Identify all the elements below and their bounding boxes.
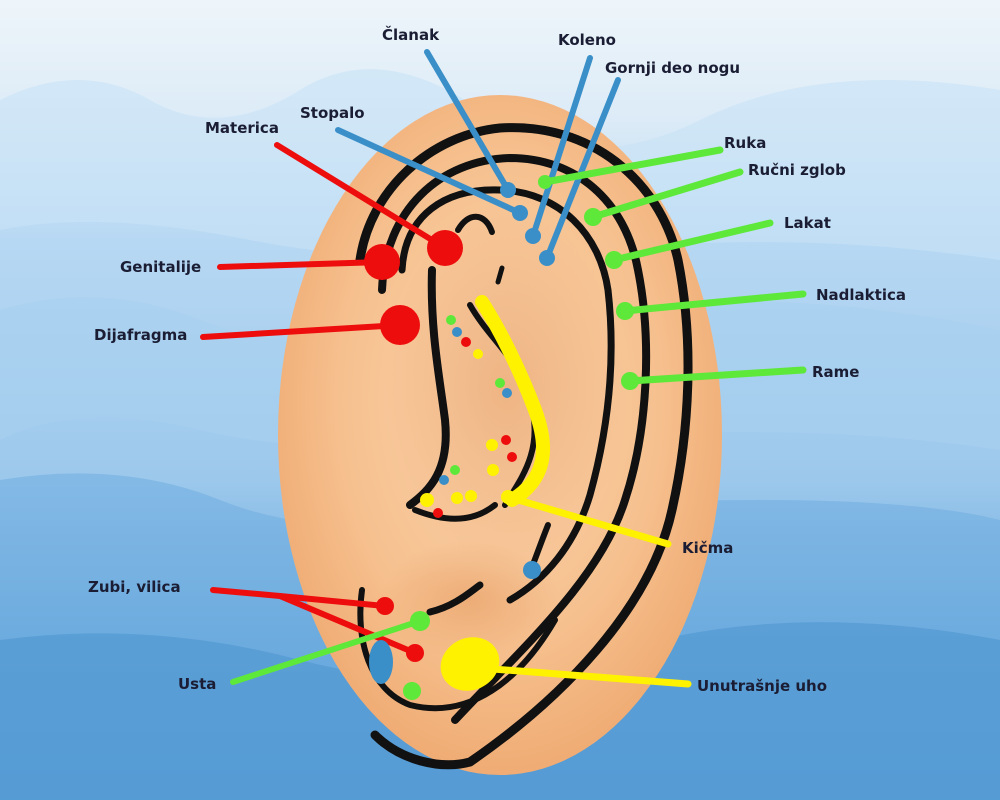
point-clanak — [500, 182, 516, 198]
dot-yellow — [451, 492, 463, 504]
label-gornji-deo-nogu: Gornji deo nogu — [605, 59, 740, 77]
pointer-line-dijafragma — [200, 322, 403, 340]
dot-yellow — [473, 349, 483, 359]
concha-line — [406, 266, 450, 509]
tragus-line — [412, 502, 498, 522]
point-dijafragma — [380, 305, 420, 345]
small-reflex-dots — [420, 315, 541, 579]
label-rucni-zglob: Ručni zglob — [748, 161, 846, 179]
pointer-line-kicma — [504, 493, 672, 548]
dot-green — [446, 315, 456, 325]
point-kicma — [501, 490, 515, 504]
dot-red — [433, 508, 443, 518]
dot-red — [501, 435, 511, 445]
pointer-line-zubi-vilica-2 — [277, 593, 418, 656]
dot-red — [507, 452, 517, 462]
pointer-line-nadlaktica — [621, 290, 807, 315]
point-materica — [427, 230, 463, 266]
label-genitalije: Genitalije — [120, 258, 201, 276]
dot-blue — [502, 388, 512, 398]
pointer-line-rucni-zglob — [589, 168, 744, 221]
point-nadlaktica — [616, 302, 634, 320]
spine-zone — [475, 295, 551, 507]
dot-yellow — [420, 493, 434, 507]
label-dijafragma: Dijafragma — [94, 326, 187, 344]
point-ruka — [538, 175, 552, 189]
labels: Članak Koleno Gornji deo nogu Stopalo Ma… — [88, 25, 906, 695]
dot-yellow — [486, 439, 498, 451]
label-materica: Materica — [205, 119, 279, 137]
pointer-lines — [200, 49, 807, 688]
pointer-line-usta — [230, 618, 423, 685]
pointer-line-lakat — [610, 219, 774, 264]
point-blue-lobe — [369, 640, 393, 684]
dot-blue — [439, 475, 449, 485]
label-stopalo: Stopalo — [300, 104, 365, 122]
dot-green — [495, 378, 505, 388]
point-rame — [621, 372, 639, 390]
point-lakat — [605, 251, 623, 269]
pointer-line-materica — [274, 142, 448, 251]
label-ruka: Ruka — [724, 134, 766, 152]
point-unutrasnje-uho — [440, 637, 500, 691]
point-usta — [410, 611, 430, 631]
label-kicma: Kičma — [682, 539, 733, 557]
upper-fold-line — [455, 213, 495, 235]
dot-blue-intertragic — [523, 561, 541, 579]
label-nadlaktica: Nadlaktica — [816, 286, 906, 304]
pointer-line-stopalo — [335, 127, 523, 216]
pointer-line-unutrasnje-uho — [476, 664, 692, 688]
label-lakat: Lakat — [784, 214, 831, 232]
dot-blue — [452, 327, 462, 337]
point-stopalo — [512, 205, 528, 221]
pointer-line-gornji-deo-nogu — [544, 77, 621, 261]
point-usta-lower — [403, 682, 421, 700]
dot-yellow — [465, 490, 477, 502]
dot-yellow — [487, 464, 499, 476]
small-notch-line — [495, 265, 505, 285]
label-unutrasnje-uho: Unutrašnje uho — [697, 677, 827, 695]
pointer-line-koleno — [530, 55, 593, 239]
point-zubi-vilica-lower — [406, 644, 424, 662]
ear-lobe-shade — [380, 540, 560, 660]
point-gornji-deo-nogu — [539, 250, 555, 266]
antihelix-line — [398, 186, 615, 604]
dot-red — [461, 337, 471, 347]
label-clanak: Članak — [382, 25, 440, 44]
pointer-line-clanak — [424, 49, 511, 193]
helix-inner-line — [378, 153, 651, 724]
label-usta: Usta — [178, 675, 216, 693]
pointer-line-ruka — [541, 146, 724, 186]
point-genitalije — [364, 244, 400, 280]
point-koleno — [525, 228, 541, 244]
label-koleno: Koleno — [558, 31, 616, 49]
label-rame: Rame — [812, 363, 859, 381]
point-zubi-vilica-upper — [376, 597, 394, 615]
antitragus-line — [426, 581, 484, 616]
pointer-line-rame — [626, 366, 807, 385]
label-zubi-vilica: Zubi, vilica — [88, 578, 181, 596]
dot-green — [450, 465, 460, 475]
pointer-line-genitalije — [217, 259, 385, 270]
helix-outer-line — [355, 123, 693, 770]
point-rucni-zglob — [584, 208, 602, 226]
reflex-points — [364, 175, 639, 700]
